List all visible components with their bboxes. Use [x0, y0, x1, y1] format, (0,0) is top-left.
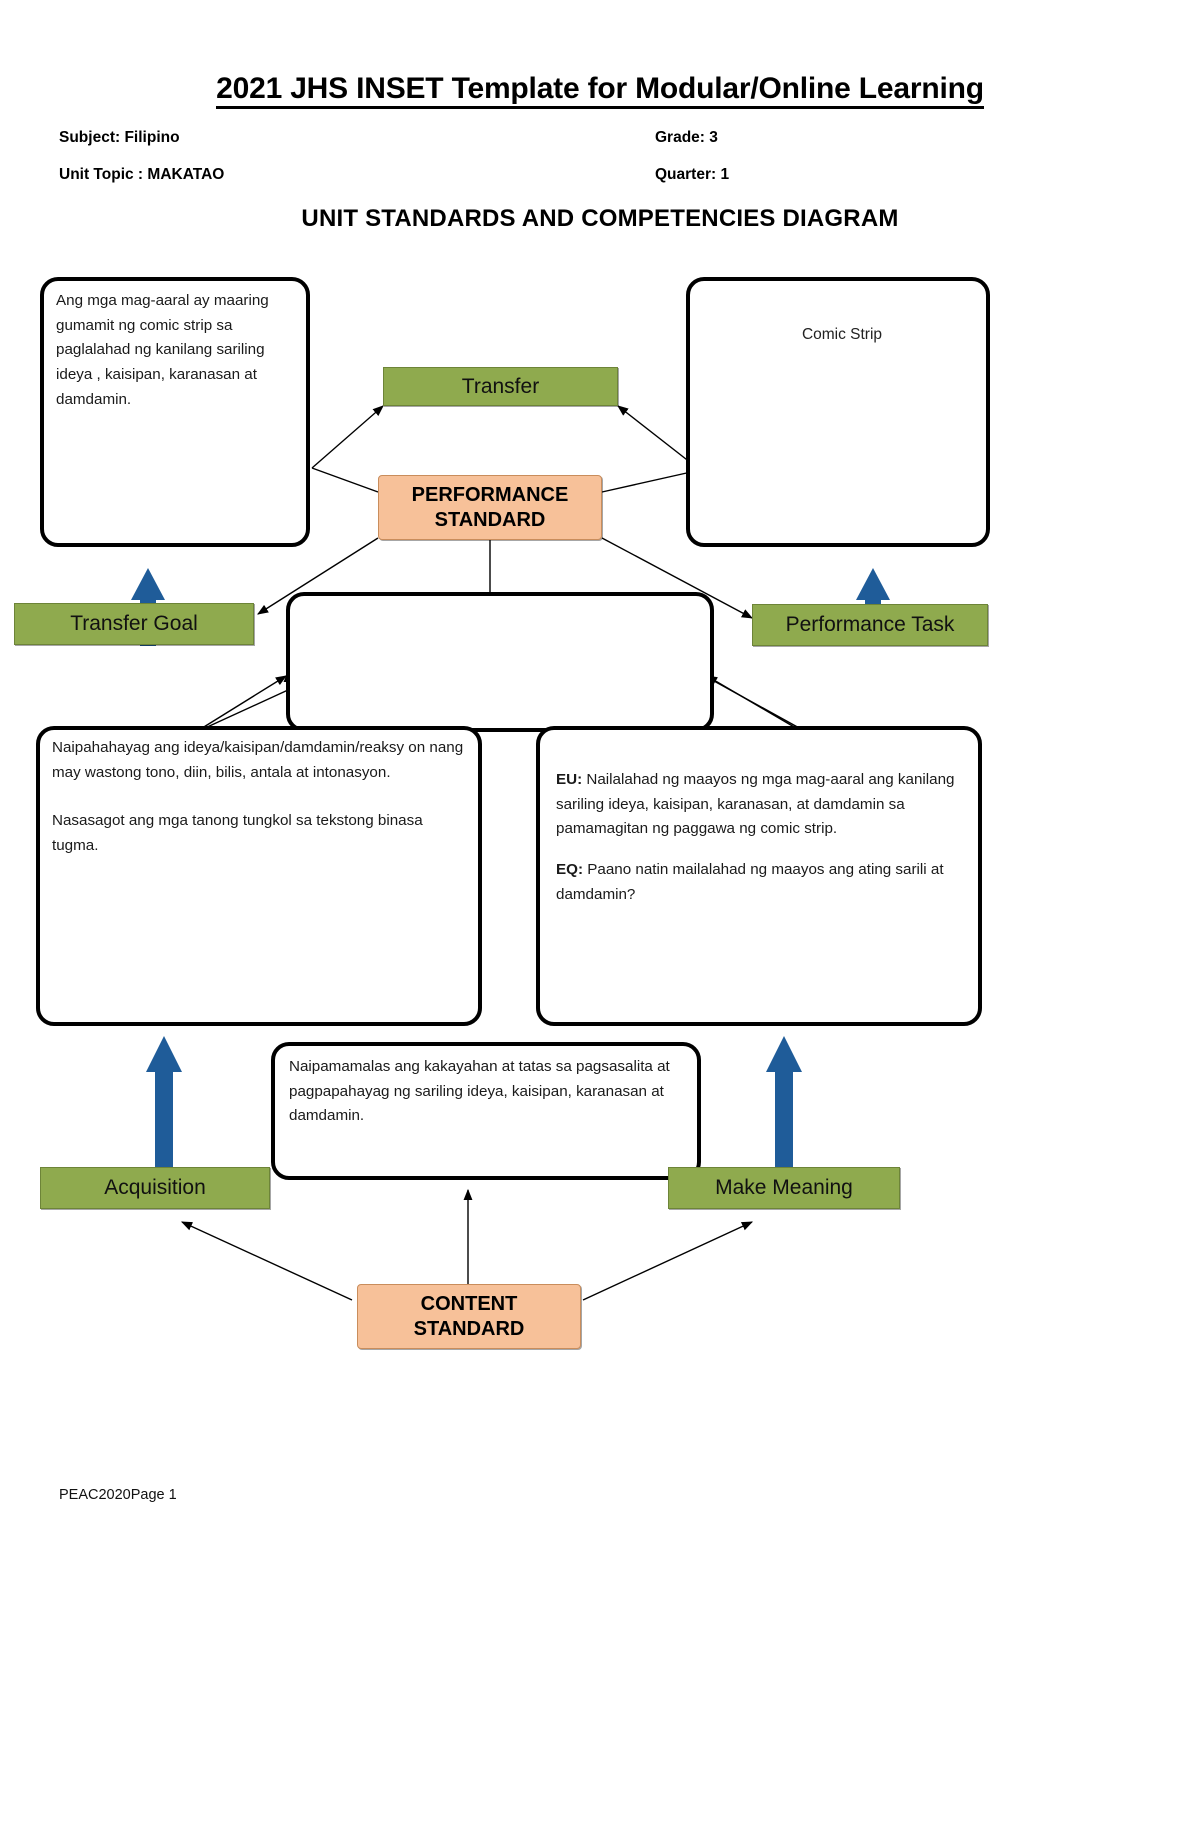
subject-value: Filipino	[124, 129, 180, 146]
performance-task-node[interactable]: Performance Task	[752, 604, 988, 646]
unit-topic-field: Unit Topic : MAKATAO	[59, 166, 224, 184]
section-title: UNIT STANDARDS AND COMPETENCIES DIAGRAM	[301, 205, 899, 232]
transfer-goal-text-box: Ang mga mag-aaral ay maaring gumamit ng …	[40, 277, 310, 547]
make-meaning-node[interactable]: Make Meaning	[668, 1167, 900, 1209]
grade-label: Grade:	[655, 129, 705, 146]
acquisition-label: Acquisition	[104, 1176, 206, 1199]
eq-label: EQ:	[556, 860, 584, 878]
eu-label: EU:	[556, 771, 583, 788]
performance-task-label: Performance Task	[785, 613, 955, 636]
transfer-label: Transfer	[461, 374, 540, 398]
meaning-content-box: EU: Nailalahad ng maayos ng mga mag-aara…	[536, 726, 982, 1026]
content-standard-line-2: STANDARD	[413, 1317, 525, 1340]
performance-standard-line-2: STANDARD	[434, 508, 546, 531]
acquisition-text-2: Nasasagot ang mga tanong tungkol sa teks…	[52, 812, 423, 854]
subject-label: Subject:	[59, 129, 121, 146]
eq-text: Paano natin mailalahad ng maayos ang ati…	[556, 860, 944, 903]
make-meaning-label: Make Meaning	[715, 1176, 853, 1199]
quarter-value: 1	[720, 166, 730, 183]
content-standard-text: Naipamamalas ang kakayahan at tatas sa p…	[289, 1058, 670, 1125]
content-standard-text-box: Naipamamalas ang kakayahan at tatas sa p…	[271, 1042, 701, 1180]
performance-standard-line-1: PERFORMANCE	[411, 483, 569, 506]
center-connector-box	[286, 592, 714, 732]
subject-field: Subject: Filipino	[59, 129, 180, 147]
acquisition-text-1: Naipahahayag ang ideya/kaisipan/damdamin…	[52, 739, 464, 781]
grade-value: 3	[709, 129, 718, 146]
transfer-goal-label: Transfer Goal	[70, 612, 198, 635]
transfer-node[interactable]: Transfer	[383, 367, 618, 406]
unit-topic-value: MAKATAO	[147, 166, 225, 183]
eu-text: Nailalahad ng maayos ng mga mag-aaral an…	[556, 771, 955, 838]
transfer-goal-node[interactable]: Transfer Goal	[14, 603, 254, 645]
performance-standard-node[interactable]: PERFORMANCE STANDARD	[378, 475, 602, 540]
performance-task-text-box: Comic Strip	[686, 277, 990, 547]
blue-arrow-make-meaning	[766, 1036, 802, 1182]
page-title-text: 2021 JHS INSET Template for Modular/Onli…	[216, 72, 984, 109]
transfer-goal-text: Ang mga mag-aaral ay maaring gumamit ng …	[56, 292, 269, 408]
acquisition-node[interactable]: Acquisition	[40, 1167, 270, 1209]
performance-task-text: Comic Strip	[801, 326, 883, 343]
blue-arrow-acquisition	[146, 1036, 182, 1182]
quarter-field: Quarter: 1	[655, 166, 729, 184]
eu-line: EU: Nailalahad ng maayos ng mga mag-aara…	[556, 768, 966, 842]
quarter-label: Quarter:	[655, 166, 717, 183]
page-footer: PEAC2020Page 1	[59, 1487, 177, 1503]
acquisition-content-box: Naipahahayag ang ideya/kaisipan/damdamin…	[36, 726, 482, 1026]
grade-field: Grade: 3	[655, 129, 718, 147]
unit-topic-label: Unit Topic :	[59, 166, 144, 183]
content-standard-line-1: CONTENT	[420, 1292, 518, 1315]
content-standard-node[interactable]: CONTENT STANDARD	[357, 1284, 581, 1349]
eq-line: EQ: Paano natin mailalahad ng maayos ang…	[556, 858, 966, 907]
page-title: 2021 JHS INSET Template for Modular/Onli…	[0, 72, 1200, 109]
